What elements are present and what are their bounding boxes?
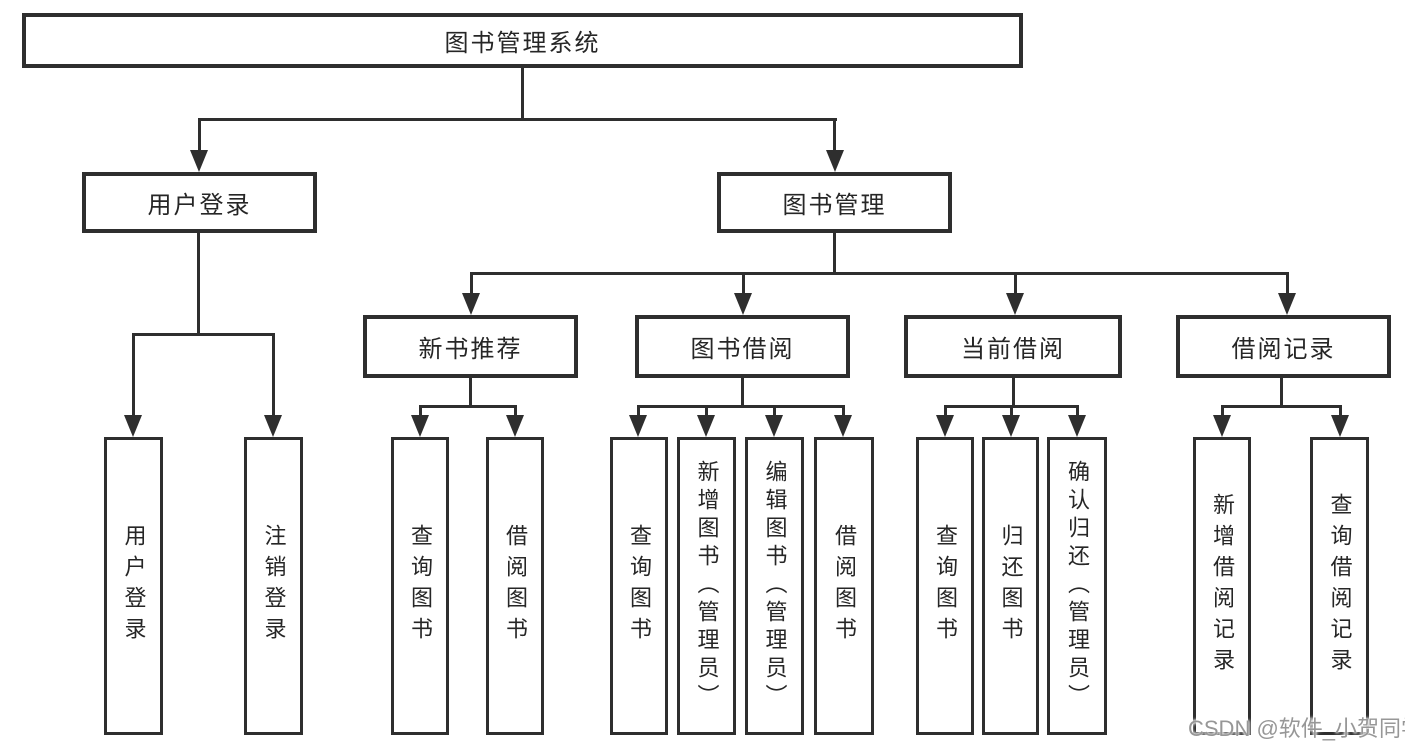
node-user-login: 用户登录 [82,172,317,233]
node-label: 图书借阅 [690,336,795,363]
connector-line [419,405,517,408]
node-label: 图书管理系统 [444,30,601,57]
arrowhead-down-icon [734,293,752,315]
node-label: 当前借阅 [961,336,1065,363]
node-library-system: 图书管理系统 [22,13,1023,68]
connector-line [419,405,422,420]
arrowhead-down-icon [1331,415,1349,437]
arrowhead-down-icon [1068,415,1086,437]
connector-line [521,68,524,119]
connector-line [741,378,744,408]
connector-line [637,405,845,408]
arrowhead-down-icon [834,415,852,437]
connector-line [469,378,472,408]
arrowhead-down-icon [1002,415,1020,437]
leaf-borrow-book-2: 借阅图书 [814,437,874,735]
node-label: 借阅图书 [832,524,857,648]
leaf-confirm-return-admin: 确认归还（管理员） [1047,437,1107,735]
connector-line [637,405,640,420]
connector-line [470,272,473,296]
arrowhead-down-icon [1006,293,1024,315]
node-label: 借阅图书 [503,524,528,648]
connector-line [514,405,517,420]
leaf-return-book: 归还图书 [982,437,1039,735]
node-label: 确认归还（管理员） [1065,460,1090,712]
leaf-borrow-book-1: 借阅图书 [486,437,544,735]
node-label: 查询借阅记录 [1327,493,1353,679]
connector-line [197,233,200,336]
arrowhead-down-icon [264,415,282,437]
node-book-borrow: 图书借阅 [635,315,850,378]
connector-line [705,405,708,420]
node-label: 新书推荐 [418,336,523,363]
node-borrow-record: 借阅记录 [1176,315,1391,378]
connector-line [742,272,745,296]
arrowhead-down-icon [826,150,844,172]
node-label: 借阅记录 [1231,336,1336,363]
connector-line [132,333,135,419]
arrowhead-down-icon [697,415,715,437]
arrowhead-down-icon [1213,415,1231,437]
connector-line [1014,272,1017,296]
connector-line [1339,405,1342,420]
leaf-logout: 注销登录 [244,437,303,735]
leaf-add-borrow-record: 新增借阅记录 [1193,437,1251,735]
connector-line [842,405,845,420]
leaf-query-book-1: 查询图书 [391,437,449,735]
arrowhead-down-icon [462,293,480,315]
connector-line [1012,378,1015,408]
node-label: 注销登录 [261,524,287,648]
connector-line [1221,405,1342,408]
node-label: 用户登录 [147,192,252,219]
connector-line [773,405,776,420]
connector-line [1010,405,1013,420]
node-new-book-recommend: 新书推荐 [363,315,578,378]
arrowhead-down-icon [936,415,954,437]
leaf-query-book-2: 查询图书 [610,437,668,735]
node-label: 归还图书 [998,524,1024,648]
connector-line [198,118,201,154]
leaf-add-book-admin: 新增图书（管理员） [677,437,736,735]
node-label: 用户登录 [121,524,147,648]
connector-line [944,405,947,420]
leaf-query-book-3: 查询图书 [916,437,974,735]
leaf-edit-book-admin: 编辑图书（管理员） [745,437,804,735]
node-book-management: 图书管理 [717,172,952,233]
node-label: 查询图书 [933,524,958,648]
arrowhead-down-icon [629,415,647,437]
leaf-query-borrow-record: 查询借阅记录 [1310,437,1369,735]
connector-line [833,118,836,154]
arrowhead-down-icon [765,415,783,437]
connector-line [198,118,837,121]
node-current-borrow: 当前借阅 [904,315,1122,378]
connector-line [1221,405,1224,420]
node-label: 查询图书 [627,524,652,648]
arrowhead-down-icon [124,415,142,437]
watermark: CSDN @软件_小贺同学 [1188,716,1405,741]
leaf-user-login: 用户登录 [104,437,163,735]
arrowhead-down-icon [411,415,429,437]
node-label: 查询图书 [408,524,433,648]
node-label: 新增图书（管理员） [694,460,720,712]
connector-line [132,333,275,336]
arrowhead-down-icon [1278,293,1296,315]
connector-line [833,233,836,275]
node-label: 新增借阅记录 [1210,493,1235,679]
node-label: 图书管理 [782,192,887,219]
connector-line [1076,405,1079,420]
arrowhead-down-icon [190,150,208,172]
connector-line [1280,378,1283,408]
connector-line [470,272,1289,275]
connector-line [1286,272,1289,296]
arrowhead-down-icon [506,415,524,437]
connector-line [272,333,275,419]
node-label: 编辑图书（管理员） [762,460,788,712]
